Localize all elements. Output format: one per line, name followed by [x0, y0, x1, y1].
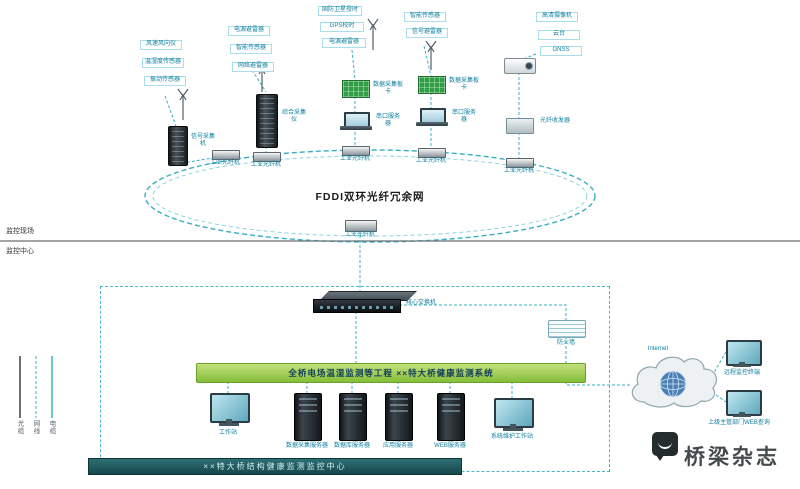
- server-tower: [339, 393, 367, 441]
- device-label: 应用服务器: [382, 443, 413, 449]
- fiber-node-label: 工业光纤机: [503, 168, 534, 174]
- monitor-base: [733, 365, 751, 367]
- device-label: 信号采集机: [190, 134, 215, 148]
- field-zone-label: 监控现场: [6, 228, 34, 235]
- sensor-label: 高清摄像机: [536, 12, 578, 22]
- fiber-node-device: [342, 146, 370, 156]
- device-label: 数据库服务器: [333, 443, 370, 449]
- device-label: 系统维护工作站: [490, 434, 533, 440]
- fiber-node-device: [418, 148, 446, 158]
- device-label: 数据采集服务器: [286, 443, 329, 449]
- serial-server-laptop-base: [340, 126, 372, 130]
- device-label: 综合采集仪: [281, 110, 306, 124]
- monitor-base: [503, 428, 523, 431]
- sensor-label: 网络避雷器: [232, 62, 274, 72]
- sensor-label: GNSS: [540, 46, 582, 56]
- daq-board-device: [418, 76, 446, 94]
- sensor-label: 智能传感器: [230, 44, 272, 54]
- system-banner: 全桥电场温湿监测等工程 ××特大桥健康监测系统: [196, 363, 586, 383]
- core-switch-device: [313, 299, 401, 313]
- device-label: 数据采集板卡: [448, 78, 479, 92]
- fiber-node-label: 工业光纤机: [339, 156, 370, 162]
- sensor-label: 国防卫星授时: [318, 6, 362, 16]
- terminal-label: 上级主管部门WEB查询: [708, 420, 770, 426]
- server-tower: [385, 393, 413, 441]
- fiber-node-label: 工业光纤机: [415, 158, 446, 164]
- fiber-node-label: 工业光纤机: [250, 162, 281, 168]
- globe-icon: [659, 370, 687, 398]
- room-bar: ××特大桥结构健康监测监控中心: [88, 458, 462, 475]
- sensor-label: 电源避雷器: [322, 38, 366, 48]
- watermark-text: 桥梁杂志: [684, 446, 780, 469]
- sensor-label: 智能传感器: [404, 12, 446, 22]
- daq-board-device: [342, 80, 370, 98]
- sensor-label: 信号避雷器: [406, 28, 448, 38]
- sensor-label: 风速风向仪: [140, 40, 182, 50]
- firewall-label: 防火墙: [556, 340, 575, 346]
- legend-label: 光缆: [16, 420, 23, 435]
- cloud-label: Internet: [647, 346, 669, 352]
- ring-title: FDDI双环光纤冗余网: [315, 191, 425, 203]
- monitor-stand: [739, 412, 745, 415]
- monitor-base: [219, 423, 239, 426]
- sensor-label: 电源避雷器: [228, 26, 270, 36]
- monitor-base: [733, 415, 751, 417]
- serial-server-laptop-base: [416, 122, 448, 126]
- fiber-node-device: [212, 150, 240, 160]
- server-tower: [294, 393, 322, 441]
- internet-cloud: [631, 356, 717, 408]
- device-label: 数据采集板卡: [372, 82, 403, 96]
- terminal-label: 远程监控终端: [723, 370, 760, 376]
- device-label: WEB服务器: [434, 443, 466, 449]
- sensor-label: 云台: [538, 30, 580, 40]
- antenna-icon: [367, 18, 379, 50]
- legend-lines: [19, 356, 53, 418]
- device-label: 串口服务器: [451, 110, 476, 124]
- device-label: 光纤收发器: [539, 118, 570, 124]
- camera-device: [504, 58, 536, 74]
- signal-collector-device: [168, 126, 188, 166]
- monitor-stand: [739, 362, 745, 365]
- legend-label: 网线: [32, 420, 39, 435]
- monitor-stand: [226, 419, 232, 423]
- fiber-node-device: [506, 158, 534, 168]
- fiber-node-label: 工业光纤机: [344, 232, 375, 238]
- monitor-stand: [510, 424, 516, 428]
- sensor-label: GPS校时: [320, 22, 364, 32]
- server-tower: [437, 393, 465, 441]
- core-switch-label: 核心交换机: [406, 300, 437, 306]
- device-label: 串口服务器: [375, 114, 400, 128]
- fiber-node-device: [345, 220, 377, 232]
- legend-label: 电缆: [48, 420, 55, 435]
- antenna-icon: [177, 88, 189, 120]
- sensor-label: 温湿度传感器: [142, 58, 184, 68]
- center-zone-label: 监控中心: [6, 248, 34, 255]
- media-converter-device: [506, 118, 534, 134]
- firewall-device: [548, 320, 586, 338]
- fiber-node-label: 工业光纤机: [209, 160, 240, 166]
- device-label: 工作站: [218, 430, 237, 436]
- acquisition-rack-device: [256, 94, 278, 148]
- magazine-logo-icon: [652, 432, 678, 461]
- sensor-label: 振动传感器: [144, 76, 186, 86]
- antenna-icon: [425, 40, 437, 70]
- fiber-node-device: [253, 152, 281, 162]
